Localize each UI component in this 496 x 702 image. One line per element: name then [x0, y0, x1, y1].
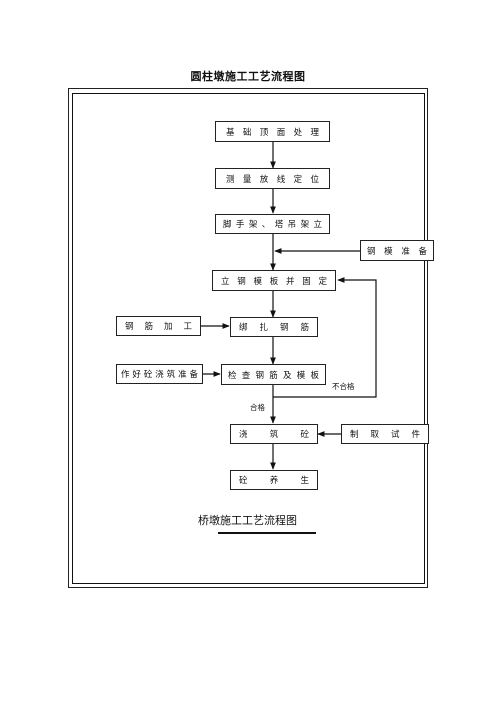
page-title: 圆柱墩施工工艺流程图 — [190, 70, 306, 83]
caption-underline — [218, 532, 316, 534]
node-foundation: 基 础 顶 面 处 理 — [215, 121, 330, 142]
node-concrete-prep: 作好砼浇筑准备 — [116, 364, 203, 384]
node-curing: 砼 养 生 — [230, 470, 318, 490]
inner-frame — [72, 93, 425, 584]
node-survey: 测 量 放 线 定 位 — [215, 168, 330, 189]
node-tie-rebar: 绑 扎 钢 筋 — [230, 317, 318, 337]
node-rebar-process: 钢 筋 加 工 — [116, 316, 201, 336]
arrow-fail-loop — [273, 277, 377, 398]
node-formwork-prep: 钢 模 准 备 — [360, 240, 434, 261]
node-test-specimen: 制 取 试 件 — [341, 424, 429, 444]
node-pour: 浇 筑 砼 — [230, 424, 318, 444]
node-erect-formwork: 立 钢 模 板 并 固 定 — [212, 270, 336, 291]
node-inspect: 检 查 钢 筋 及 模 板 — [221, 364, 326, 385]
label-pass: 合格 — [250, 403, 265, 412]
outer-frame — [68, 88, 428, 588]
diagram-caption: 桥墩施工工艺流程图 — [198, 514, 297, 527]
label-fail: 不合格 — [332, 382, 355, 391]
node-scaffold: 脚 手 架 、 塔 吊 架 立 — [215, 214, 330, 234]
